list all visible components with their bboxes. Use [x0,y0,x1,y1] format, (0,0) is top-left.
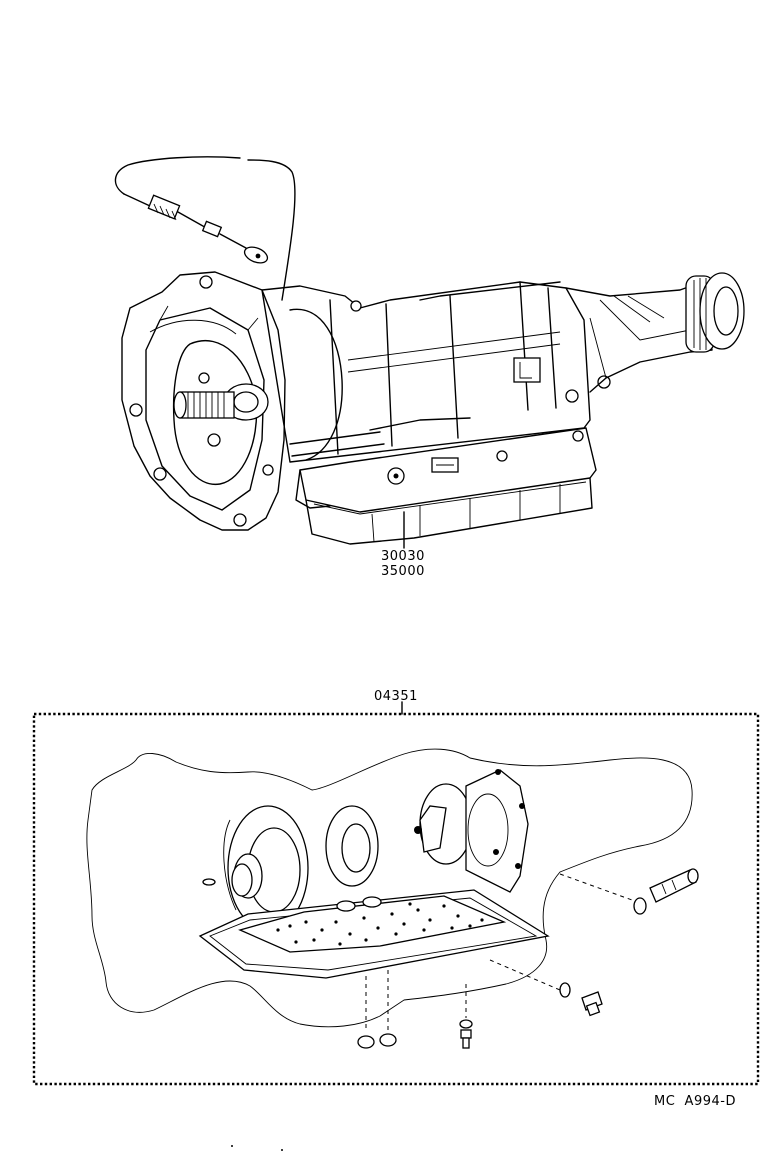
o-ring-1 [357,1035,375,1049]
drain-plug [581,991,603,1017]
valve-plate-holes [276,902,484,946]
bell-housing [121,271,286,531]
bolt-washer [459,1019,473,1029]
transmission-assembly-illustration [114,156,745,549]
figure-code: MC A994-D [654,1094,736,1109]
kit-bracket-frame [32,712,760,1086]
extension-housing [565,272,745,393]
transmission-case [261,281,611,509]
drain-plug-gasket [559,982,571,998]
o-ring-2 [379,1033,397,1047]
part-number-35000: 35000 [381,564,425,579]
gasket-kit-illustration [86,748,699,1049]
oil-pan [299,427,597,545]
part-number-30030: 30030 [381,549,425,564]
small-bolt [460,1029,472,1049]
throttle-cable [114,156,296,301]
part-number-04351: 04351 [374,689,418,704]
extension-gasket [465,769,529,893]
transmission-silhouette [86,748,693,1028]
o-ring-small [202,878,216,886]
valve-body-plate [238,895,507,953]
dipstick-tube-fitting [633,868,699,915]
